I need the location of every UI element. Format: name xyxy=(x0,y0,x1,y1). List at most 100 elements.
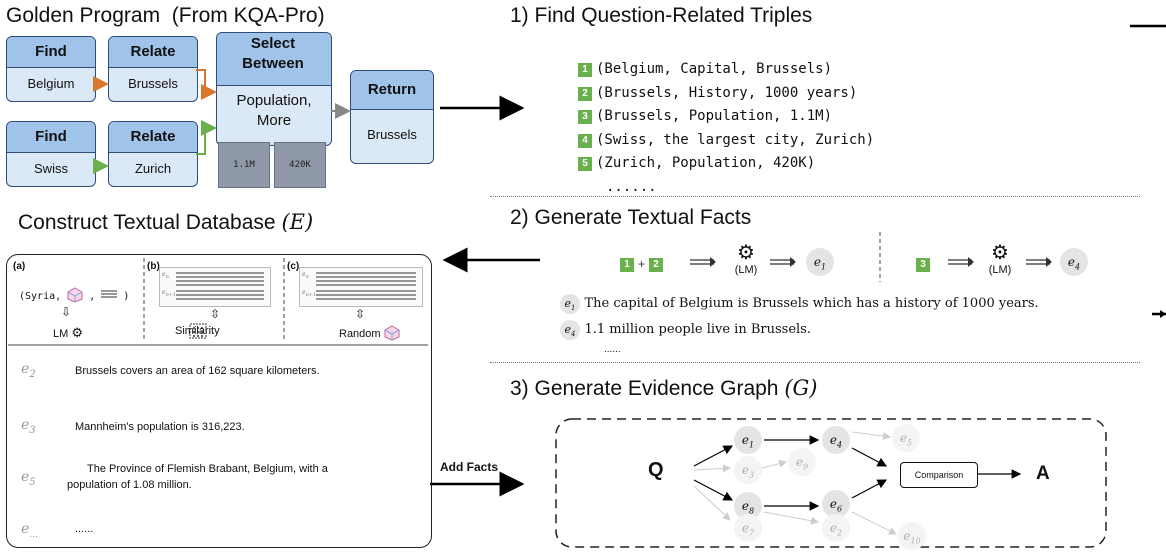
doc-e-n1: en+1 xyxy=(302,289,316,298)
entry-sub: ... xyxy=(29,529,38,540)
plus-sign: + xyxy=(638,257,646,271)
triple-item: 3 (Brussels, Population, 1.1M) xyxy=(578,105,874,129)
entry-e: e xyxy=(21,361,30,377)
graph-node-e1: e1 xyxy=(734,426,762,454)
entry-sub: 3 xyxy=(29,424,36,436)
triple-text: (Brussels, Population, 1.1M) xyxy=(596,108,833,124)
select-between-header-bg xyxy=(217,33,331,86)
comparison-box: Comparison xyxy=(900,462,978,488)
triple-text: (Belgium, Capital, Brussels) xyxy=(596,61,833,77)
select-between-title-text: Select Between xyxy=(242,35,304,72)
triple-text: (Swiss, the largest city, Zurich) xyxy=(596,131,875,148)
triple-badge: 1 xyxy=(578,63,592,77)
block-op: Find xyxy=(7,122,95,153)
graph-node-e3: e3 xyxy=(734,456,762,484)
database-symbol: (E) xyxy=(281,210,314,234)
triple-badge: 3 xyxy=(578,110,592,124)
doc-e-letter: e xyxy=(302,289,306,296)
node-e: e xyxy=(813,255,821,269)
db-entry-id: e5 xyxy=(21,469,36,488)
step3-title: 3) Generate Evidence Graph (G) xyxy=(510,376,818,401)
doc-e-n: en xyxy=(162,271,169,280)
golden-program-label: Golden Program xyxy=(6,4,161,27)
node-sub: 5 xyxy=(907,438,913,448)
node-sub: 4 xyxy=(837,440,843,450)
value-box-1: 1.1M xyxy=(218,142,270,188)
updown-arrow-b: ⇳ xyxy=(210,307,221,321)
block-op: Find xyxy=(7,37,95,68)
node-e: e xyxy=(564,297,572,310)
block-op: Return xyxy=(351,71,433,110)
lm-node-2: ⚙ (LM) xyxy=(982,242,1018,276)
graph-node-e4: e4 xyxy=(822,426,850,454)
triple-badge: 2 xyxy=(578,86,592,101)
step1-title: 1) Find Question-Related Triples xyxy=(510,4,813,27)
relate-zurich-block: Relate Zurich xyxy=(108,121,198,187)
step3-title-text: 3) Generate Evidence Graph xyxy=(510,377,779,400)
node-sub: 3 xyxy=(749,470,755,480)
db-entry-text: Brussels covers an area of 162 square ki… xyxy=(75,365,320,377)
random-label: Random xyxy=(339,325,400,341)
triple-item: 1 (Belgium, Capital, Brussels) xyxy=(578,58,874,82)
doc-e-letter: e xyxy=(162,289,166,296)
relate-brussels-block: Relate Brussels xyxy=(108,36,198,102)
doc-e-letter: e xyxy=(162,271,166,278)
find-swiss-block: Find Swiss xyxy=(6,121,96,187)
graph-node-e6: e6 xyxy=(822,490,850,518)
node-sub: 6 xyxy=(837,504,843,514)
fact-id: e1 xyxy=(560,294,580,314)
node-sub: 1 xyxy=(821,262,827,272)
lm-text: LM xyxy=(53,328,69,340)
doc-thumbnail-c: en en+1 xyxy=(299,267,423,307)
fact-combo-1-2: 1+2 xyxy=(620,255,667,273)
doc-thumbnail-b: en en+1 xyxy=(159,267,271,307)
entry-sub: 5 xyxy=(29,476,36,488)
divider-1 xyxy=(490,196,1140,197)
triple-item: 4 (Swiss, the largest city, Zurich) xyxy=(578,129,874,153)
panel-a-label: (a) xyxy=(13,261,26,272)
node-e: e xyxy=(564,323,572,336)
block-arg: Brussels xyxy=(367,127,417,142)
select-between-title: Select Between xyxy=(216,34,330,74)
node-sub: 1 xyxy=(571,304,576,313)
triple-badge: 4 xyxy=(578,133,592,148)
openai-icon: ⚙ xyxy=(737,242,755,264)
node-sub: 7 xyxy=(749,528,755,538)
node-e: e xyxy=(1067,255,1075,269)
block-arg: Brussels xyxy=(128,76,178,91)
syria-triple: (Syria, , ) xyxy=(19,287,129,303)
golden-program-source: (From KQA-Pro) xyxy=(171,4,325,27)
answer-node: A xyxy=(1036,463,1050,484)
node-sub: 9 xyxy=(803,462,809,472)
doc-sub: n xyxy=(305,274,309,281)
dice-icon xyxy=(384,325,400,341)
openai-icon: ⚙ xyxy=(71,325,83,340)
doc-e-letter: e xyxy=(302,271,306,278)
node-sub: 1 xyxy=(749,440,755,450)
graph-node-e7: e7 xyxy=(734,514,762,542)
graph-node-e10: e10 xyxy=(898,522,926,550)
fact-text: 1.1 million people live in Brussels. xyxy=(584,322,811,337)
fact-combo-3: 3 xyxy=(916,255,934,273)
lm-node-1: ⚙ (LM) xyxy=(728,242,764,276)
find-belgium-block: Find Belgium xyxy=(6,36,96,102)
database-panel: (a) (b) (c) (Syria, , ) ⇩ LM ⚙ en en+1 ⇳… xyxy=(6,254,432,548)
add-facts-label: Add Facts xyxy=(440,460,499,474)
doc-sub: n+1 xyxy=(305,292,317,299)
list-icon xyxy=(101,290,118,301)
entry-e: e xyxy=(21,417,30,433)
graph-node-e8: e8 xyxy=(734,492,762,520)
openai-icon: ⚙ xyxy=(991,242,1009,264)
updown-arrow-c: ⇳ xyxy=(355,307,366,321)
db-entry-id: e... xyxy=(21,521,38,540)
node-sub: 10 xyxy=(910,536,921,546)
entry-e: e xyxy=(21,469,30,485)
triple-item: 2(Brussels, History, 1000 years) xyxy=(578,82,874,106)
question-node: Q xyxy=(648,459,664,481)
block-arg: Belgium xyxy=(27,76,75,91)
value-box-2: 420K xyxy=(274,142,326,188)
syria-text: (Syria, xyxy=(19,291,62,302)
triple-item: 5(Zurich, Population, 420K) xyxy=(578,152,874,176)
graph-node-e2: e2 xyxy=(822,514,850,542)
